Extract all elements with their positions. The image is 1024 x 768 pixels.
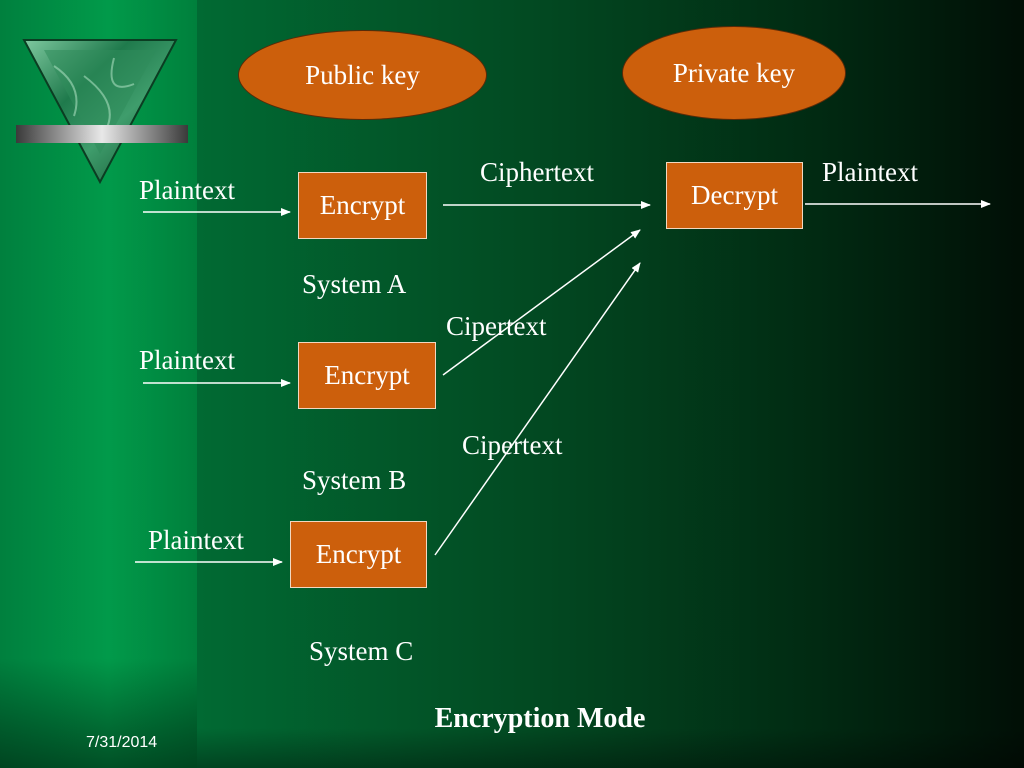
system-a-label: System A xyxy=(302,269,407,299)
private-key-node: Private key xyxy=(622,26,846,120)
public-key-node: Public key xyxy=(238,30,487,120)
arrow-encrypt-c-to-decrypt xyxy=(434,262,641,556)
system-a-output-label: Ciphertext xyxy=(480,157,594,187)
system-b-label: System B xyxy=(302,465,407,495)
system-b-input-label: Plaintext xyxy=(139,345,235,375)
system-b-output-label: Cipertext xyxy=(446,311,547,341)
slide-date: 7/31/2014 xyxy=(86,734,158,751)
system-a-input-label: Plaintext xyxy=(139,175,235,205)
arrow-encrypt-b-to-decrypt xyxy=(442,229,641,376)
system-c-label: System C xyxy=(309,636,414,666)
decrypt-box: Decrypt xyxy=(666,162,803,229)
system-b-encrypt-box: Encrypt xyxy=(298,342,436,409)
slide-title: Encryption Mode xyxy=(434,703,646,734)
system-c-encrypt-box: Encrypt xyxy=(290,521,427,588)
system-a-encrypt-box: Encrypt xyxy=(298,172,427,239)
green-marble-triangle-emblem-icon xyxy=(16,39,188,184)
system-c-input-label: Plaintext xyxy=(148,525,244,555)
decrypt-output-label: Plaintext xyxy=(822,157,918,187)
system-c-output-label: Cipertext xyxy=(462,430,563,460)
